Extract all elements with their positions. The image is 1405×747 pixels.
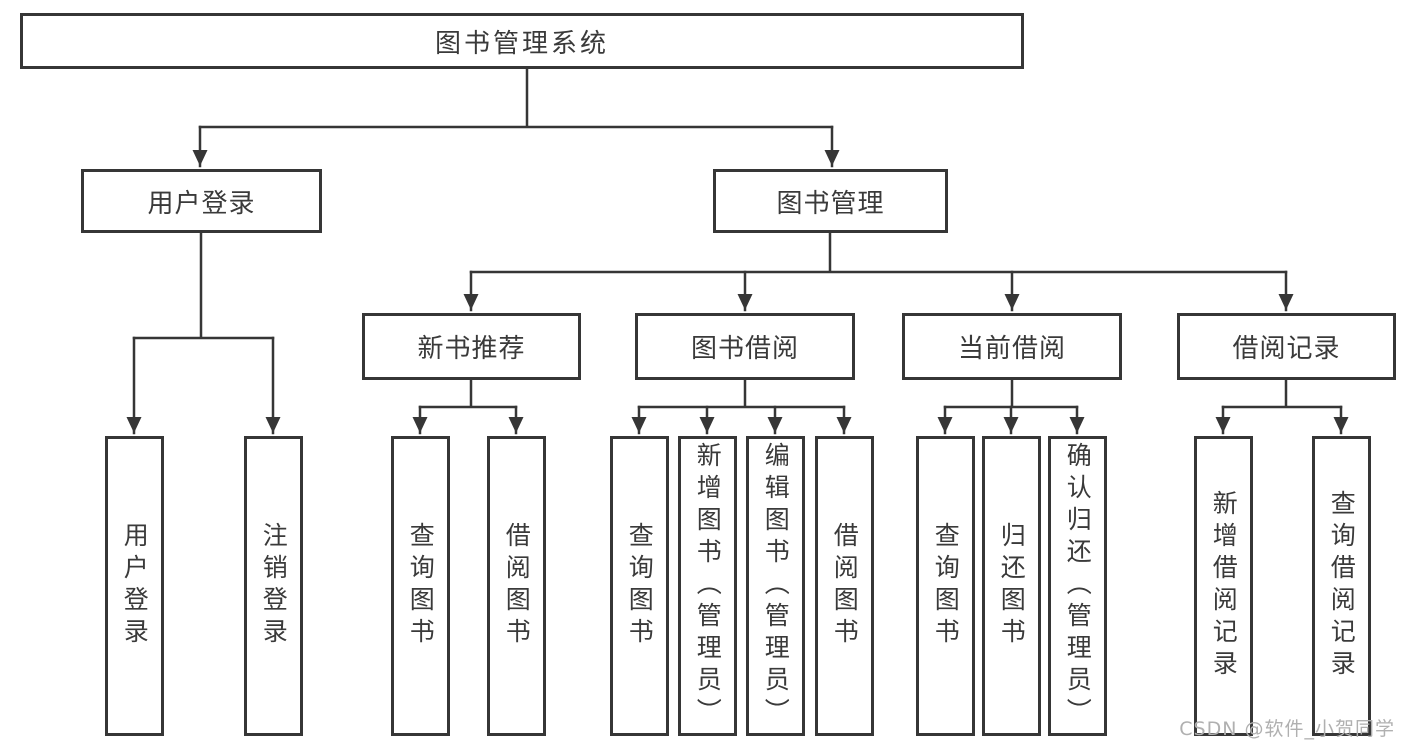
leaf-query-books-borrowing-label: 查询图书 [625, 522, 655, 650]
leaf-query-borrowing-record-label: 查询借阅记录 [1327, 490, 1357, 682]
leaf-return-books: 归还图书 [982, 436, 1041, 736]
node-user-login: 用户登录 [81, 169, 322, 233]
leaf-confirm-return-admin-label: 确认归还（管理员） [1063, 442, 1093, 730]
connector-book-borrowing-trunk [637, 378, 846, 409]
leaf-edit-books-admin: 编辑图书（管理员） [746, 436, 805, 736]
csdn-watermark: CSDN @软件_小贺同学 [1179, 718, 1395, 740]
leaf-query-books-recommend-label: 查询图书 [406, 522, 436, 650]
leaf-borrow-books-borrowing-label: 借阅图书 [830, 522, 860, 650]
leaf-confirm-return-admin: 确认归还（管理员） [1048, 436, 1107, 736]
connector-book-management-trunk [469, 231, 1288, 274]
node-book-borrowing-label: 图书借阅 [690, 334, 799, 364]
connector-new-book-recommendation-trunk [418, 378, 518, 409]
leaf-add-books-admin-label: 新增图书（管理员） [693, 442, 723, 730]
connector-user-login-trunk [132, 231, 275, 340]
node-library-management-system: 图书管理系统 [20, 13, 1024, 69]
leaf-add-books-admin: 新增图书（管理员） [678, 436, 737, 736]
leaf-edit-books-admin-label: 编辑图书（管理员） [761, 442, 791, 730]
leaf-query-books-current: 查询图书 [916, 436, 975, 736]
node-library-management-system-label: 图书管理系统 [434, 28, 609, 59]
node-current-borrowing: 当前借阅 [902, 313, 1122, 380]
leaf-query-books-borrowing: 查询图书 [610, 436, 669, 736]
node-current-borrowing-label: 当前借阅 [957, 334, 1066, 364]
leaf-add-borrowing-record: 新增借阅记录 [1194, 436, 1253, 736]
leaf-borrow-books-borrowing: 借阅图书 [815, 436, 874, 736]
node-borrowing-records: 借阅记录 [1177, 313, 1396, 380]
node-book-management: 图书管理 [713, 169, 948, 233]
leaf-query-books-recommend: 查询图书 [391, 436, 450, 736]
leaf-borrow-books-recommend: 借阅图书 [487, 436, 546, 736]
node-new-book-recommendation: 新书推荐 [362, 313, 581, 380]
leaf-user-login-label: 用户登录 [120, 522, 150, 650]
node-book-management-label: 图书管理 [776, 188, 885, 219]
leaf-query-borrowing-record: 查询借阅记录 [1312, 436, 1371, 736]
leaf-return-books-label: 归还图书 [997, 522, 1027, 650]
node-new-book-recommendation-label: 新书推荐 [417, 334, 526, 364]
leaf-borrow-books-recommend-label: 借阅图书 [502, 522, 532, 650]
leaf-query-books-current-label: 查询图书 [931, 522, 961, 650]
leaf-add-borrowing-record-label: 新增借阅记录 [1209, 490, 1239, 682]
leaf-logout-login: 注销登录 [244, 436, 303, 736]
node-book-borrowing: 图书借阅 [635, 313, 855, 380]
connector-root-trunk [198, 67, 834, 129]
leaf-user-login: 用户登录 [105, 436, 164, 736]
leaf-logout-login-label: 注销登录 [259, 522, 289, 650]
connector-borrowing-records-trunk [1221, 378, 1343, 409]
node-borrowing-records-label: 借阅记录 [1232, 334, 1341, 364]
connector-current-borrowing-trunk [943, 378, 1079, 409]
node-user-login-label: 用户登录 [147, 188, 256, 219]
